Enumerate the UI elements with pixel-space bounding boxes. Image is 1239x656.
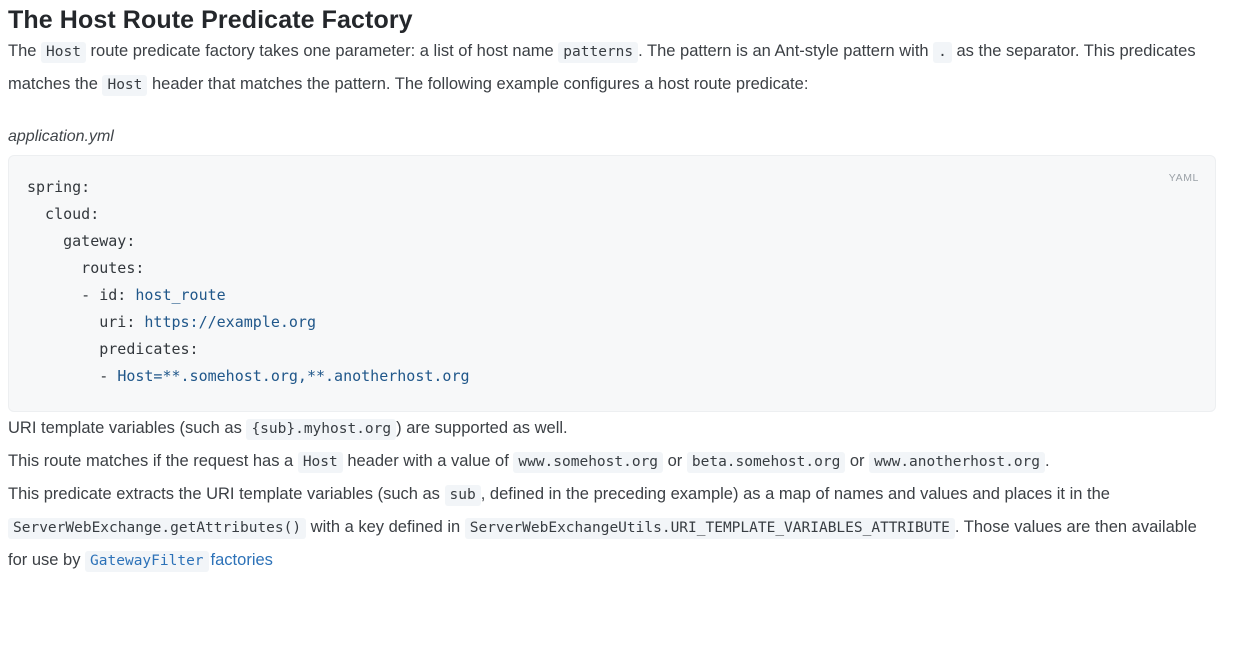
paragraph-text: with a key defined in: [306, 518, 465, 536]
paragraph-text: as the sepa­rator. This predicates match…: [8, 42, 1196, 93]
paragraph-text: .: [1045, 452, 1050, 470]
link-text[interactable]: factories: [210, 551, 273, 569]
inline-code-beta-somehost: beta.somehost.org: [686, 452, 846, 473]
language-badge: YAML: [1168, 172, 1199, 184]
paragraph-text: ) are supported as well.: [396, 419, 568, 437]
code-line: routes:: [27, 259, 145, 277]
inline-code-uri-template-attr: ServerWebExchangeUtils.URI_TEMPLATE_VARI…: [464, 518, 955, 539]
paragraph-text: header with a value of: [342, 452, 514, 470]
code-line: - id: host_route: [27, 286, 226, 304]
paragraph-text: . The pattern is an Ant-style pattern wi…: [638, 42, 934, 60]
code-block-title: application.yml: [8, 128, 114, 145]
code-line: predicates:: [27, 340, 199, 358]
paragraph-text: or: [663, 452, 687, 470]
inline-code-gatewayfilter[interactable]: GatewayFilter: [85, 551, 209, 572]
paragraph-text: route predicate factory takes one parame…: [85, 42, 559, 60]
paragraph-text: This route matches if the request has a: [8, 452, 298, 470]
code-line: uri: https://example.org: [27, 313, 316, 331]
inline-code-www-anotherhost: www.anotherhost.org: [869, 452, 1046, 473]
intro-paragraph: The Host route predicate factory takes o…: [8, 35, 1216, 101]
inline-code-host: Host: [102, 75, 148, 96]
inline-code-www-somehost: www.somehost.org: [513, 452, 664, 473]
paragraph-text: or: [845, 452, 870, 470]
paragraph-text: . Those values are then available for us…: [8, 518, 1197, 569]
inline-code-patterns: patterns: [558, 42, 639, 63]
paragraph-text: header that matches the pattern. The fol…: [147, 75, 809, 93]
code-line: cloud:: [27, 205, 100, 223]
inline-code-host: Host: [297, 452, 343, 473]
paragraph-text: , defined in the preceding example) as a…: [480, 485, 1110, 503]
predicate-extracts-paragraph: This predicate extracts the URI template…: [8, 478, 1216, 577]
page-title: The Host Route Predicate Factory: [8, 6, 413, 34]
inline-code-dot: .: [933, 42, 952, 63]
inline-code-sub-myhost: {sub}.myhost.org: [246, 419, 397, 440]
inline-code-sub: sub: [444, 485, 481, 506]
paragraph-text: The: [8, 42, 42, 60]
inline-code-getattributes: ServerWebExchange.getAttributes(): [8, 518, 307, 539]
code-line: spring:: [27, 178, 91, 196]
yaml-code-block: YAML spring: cloud: gateway: routes: - i…: [8, 155, 1216, 412]
paragraph-text: URI template variables (such as: [8, 419, 247, 437]
uri-template-paragraph: URI template variables (such as {sub}.my…: [8, 412, 1216, 445]
doc-page: The Host Route Predicate Factory The Hos…: [8, 6, 1216, 577]
code-line: gateway:: [27, 232, 136, 250]
route-matches-paragraph: This route matches if the request has a …: [8, 445, 1216, 478]
inline-code-host: Host: [41, 42, 86, 63]
code-line: - Host=**.somehost.org,**.anotherhost.or…: [27, 367, 470, 385]
paragraph-text: This predicate extracts the URI template…: [8, 485, 445, 503]
